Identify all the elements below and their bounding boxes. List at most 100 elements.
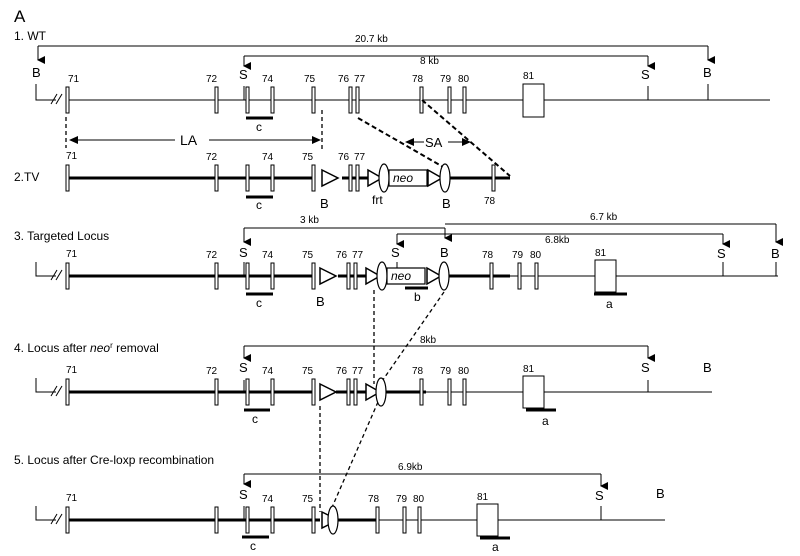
- exon-label: 76: [338, 152, 350, 163]
- exon-label: 72: [206, 74, 218, 85]
- exon-73: [245, 262, 250, 290]
- neo-cassette: [386, 267, 426, 285]
- restriction-site-b: B: [320, 196, 329, 211]
- section-neo-removed: 4. Locus after neor removal 8kb S S B 71: [14, 335, 712, 428]
- probe-label: c: [252, 412, 258, 426]
- loxp-site: [321, 168, 340, 188]
- restriction-site-b: B: [703, 360, 712, 375]
- section-wt: 1. WT 20.7 kb 8 kb B S S B: [14, 29, 770, 134]
- section-title: 2.TV: [14, 170, 39, 184]
- exon-75: [311, 506, 316, 534]
- restriction-site-b: B: [442, 196, 451, 211]
- exon-label: 81: [523, 71, 535, 82]
- exon-74: [270, 164, 275, 192]
- exon-label: 77: [354, 74, 366, 85]
- exon-72: [214, 378, 219, 406]
- section-targeting-vector: 2.TV LA SA neo 71 72 74 75: [14, 131, 510, 212]
- restriction-site-s: S: [641, 67, 650, 82]
- exon-71: [65, 262, 70, 290]
- exon-78: [419, 378, 424, 406]
- probe-label: c: [256, 198, 262, 212]
- locus-start: [35, 506, 56, 521]
- restriction-site-s: S: [717, 246, 726, 261]
- restriction-site-s: S: [641, 360, 650, 375]
- exon-label: 71: [66, 249, 78, 260]
- exon-label: 71: [66, 365, 78, 376]
- exon-label: 80: [458, 366, 470, 377]
- exon-79: [402, 506, 407, 534]
- exon-label: 75: [302, 250, 314, 261]
- exon-77: [353, 378, 358, 406]
- restriction-site-s: S: [239, 67, 248, 82]
- exon-80: [417, 506, 422, 534]
- exon-label: 80: [413, 494, 425, 505]
- loxp-site: [427, 168, 444, 188]
- exon-81: [594, 259, 617, 293]
- restriction-site-b: B: [32, 65, 41, 80]
- exon-label: 72: [206, 250, 218, 261]
- exon-label: 74: [262, 494, 274, 505]
- exon-74: [270, 262, 275, 290]
- exon-label: 75: [304, 74, 316, 85]
- exon-71: [65, 164, 70, 192]
- probe-label: a: [542, 414, 549, 428]
- neo-label: neo: [393, 171, 413, 185]
- exon-80: [462, 86, 467, 114]
- exon-label: 77: [352, 250, 364, 261]
- exon-75: [311, 164, 316, 192]
- recombination-line: [379, 291, 445, 385]
- exon-label: 76: [336, 366, 348, 377]
- exon-74: [270, 86, 275, 114]
- exon-label: 76: [338, 74, 350, 85]
- exon-76: [346, 262, 351, 290]
- exon-78: [491, 164, 496, 192]
- locus-start: [35, 84, 56, 101]
- panel-label: A: [14, 7, 26, 26]
- fragment-size: 8 kb: [420, 56, 439, 67]
- exon-79: [517, 262, 522, 290]
- loxp-site: [319, 266, 338, 286]
- exon-72: [214, 164, 219, 192]
- section-title: 5. Locus after Cre-loxp recombination: [14, 453, 214, 467]
- section-title: 4. Locus after neor removal: [14, 341, 159, 356]
- exon-label: 72: [206, 366, 218, 377]
- exon-label: 79: [512, 250, 524, 261]
- exon-80: [462, 378, 467, 406]
- exon-81: [476, 503, 499, 537]
- exon-75: [311, 262, 316, 290]
- exon-label: 78: [412, 366, 424, 377]
- exon-76: [346, 378, 351, 406]
- exon-75: [311, 378, 316, 406]
- exon-81: [522, 83, 545, 118]
- frt-site: [439, 163, 451, 193]
- exon-label: 80: [458, 74, 470, 85]
- loxp-site: [367, 168, 384, 188]
- exon-label: 71: [68, 74, 80, 85]
- restriction-site-b: B: [440, 245, 449, 260]
- fragment-size: 8kb: [420, 335, 437, 346]
- neo-cassette: [388, 169, 428, 187]
- exon-label: 75: [302, 494, 314, 505]
- frt-label: frt: [372, 193, 383, 207]
- exon-label: 79: [440, 366, 452, 377]
- exon-72: [214, 86, 219, 114]
- section-targeted-locus: 3. Targeted Locus 3 kb 6.7 kb 6.8kb S S …: [14, 212, 783, 311]
- exon-76: [348, 164, 353, 192]
- restriction-site-s: S: [239, 360, 248, 375]
- restriction-site-s: S: [595, 488, 604, 503]
- fragment-size: 3 kb: [300, 215, 319, 226]
- exon-label: 75: [302, 366, 314, 377]
- exon-73: [245, 378, 250, 406]
- exon-label: 74: [262, 152, 274, 163]
- frt-site: [378, 163, 390, 193]
- exon-label: 79: [440, 74, 452, 85]
- exon-label: 81: [523, 364, 535, 375]
- locus-start: [35, 378, 56, 393]
- exon-79: [447, 378, 452, 406]
- probe-label: a: [606, 297, 613, 311]
- restriction-site-s: S: [239, 487, 248, 502]
- exon-81: [522, 375, 545, 409]
- exon-label: 79: [396, 494, 408, 505]
- exon-78: [489, 262, 494, 290]
